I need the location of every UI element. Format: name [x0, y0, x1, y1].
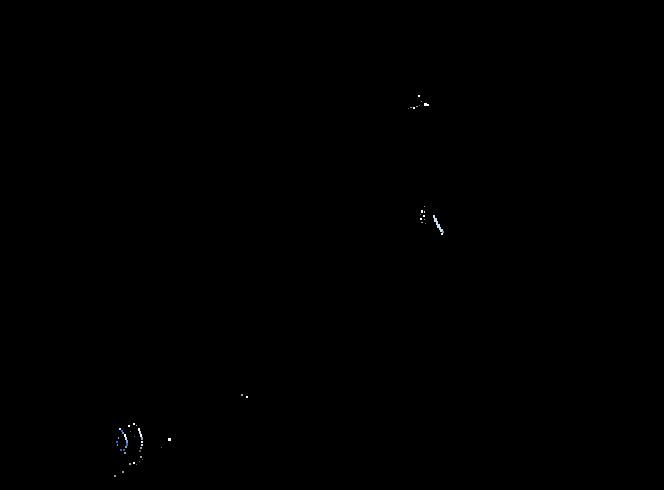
bright-pixel	[133, 423, 135, 425]
bright-pixel	[413, 107, 415, 109]
bright-pixel	[124, 434, 126, 437]
bright-pixel	[408, 108, 409, 109]
bright-pixel	[437, 224, 440, 228]
bright-pixel	[420, 214, 421, 215]
isolated-point-1	[241, 394, 243, 396]
bright-pixel	[424, 219, 425, 220]
bright-pixel	[424, 103, 427, 106]
bright-pixel	[130, 431, 131, 432]
bright-pixel	[122, 432, 124, 434]
bright-pixel	[128, 425, 130, 427]
bright-pixel	[136, 425, 137, 426]
bright-pixel	[141, 441, 143, 443]
bright-pixel	[140, 447, 142, 449]
bright-pixel	[436, 221, 438, 225]
bright-pixel	[424, 206, 425, 207]
bright-pixel	[418, 95, 420, 97]
bright-pixel	[139, 461, 140, 462]
bright-pixel	[129, 463, 131, 465]
bright-pixel	[126, 443, 128, 446]
bright-pixel	[427, 104, 429, 106]
isolated-point-2	[246, 396, 248, 398]
bright-pixel	[420, 218, 422, 220]
bright-pixel	[141, 437, 143, 440]
bright-pixel	[142, 459, 143, 460]
bright-pixel	[136, 464, 137, 465]
bright-pixel	[123, 449, 125, 451]
bright-pixel	[117, 444, 118, 446]
bright-pixel	[424, 211, 425, 213]
bright-pixel	[124, 452, 126, 454]
bright-pixel	[423, 215, 425, 217]
bright-pixel	[125, 446, 127, 448]
bright-pixel	[421, 101, 422, 102]
bright-pixel	[119, 428, 121, 430]
bright-pixel	[120, 449, 122, 451]
bright-pixel	[121, 430, 123, 432]
bright-pixel	[439, 227, 441, 230]
bright-pixel	[134, 436, 135, 437]
bright-pixel	[441, 233, 443, 235]
bright-pixel	[421, 210, 423, 213]
bright-pixel	[434, 218, 437, 222]
bright-pixel	[416, 106, 418, 107]
bright-pixel	[141, 444, 143, 446]
bright-pixel	[138, 428, 140, 431]
bright-pixel	[114, 475, 116, 477]
bright-pixel	[118, 437, 119, 439]
bright-pixel	[122, 471, 124, 473]
bright-pixel	[139, 450, 141, 452]
bright-pixel	[140, 434, 142, 437]
bright-pixel	[133, 462, 135, 464]
isolated-point-3	[168, 438, 171, 441]
bright-pixel	[125, 437, 127, 440]
bright-pixel	[440, 229, 443, 232]
bright-pixel	[139, 431, 141, 434]
bright-pixel	[442, 231, 444, 233]
bright-pixel	[126, 440, 128, 443]
bright-pixel	[116, 441, 118, 443]
bright-pixel	[421, 222, 423, 223]
bright-pixel	[419, 105, 420, 106]
bright-pixel	[410, 107, 412, 108]
bright-pixel	[140, 456, 142, 458]
isolated-point-4	[161, 447, 162, 448]
bright-pixel	[433, 215, 435, 218]
bright-pixel	[425, 223, 426, 224]
